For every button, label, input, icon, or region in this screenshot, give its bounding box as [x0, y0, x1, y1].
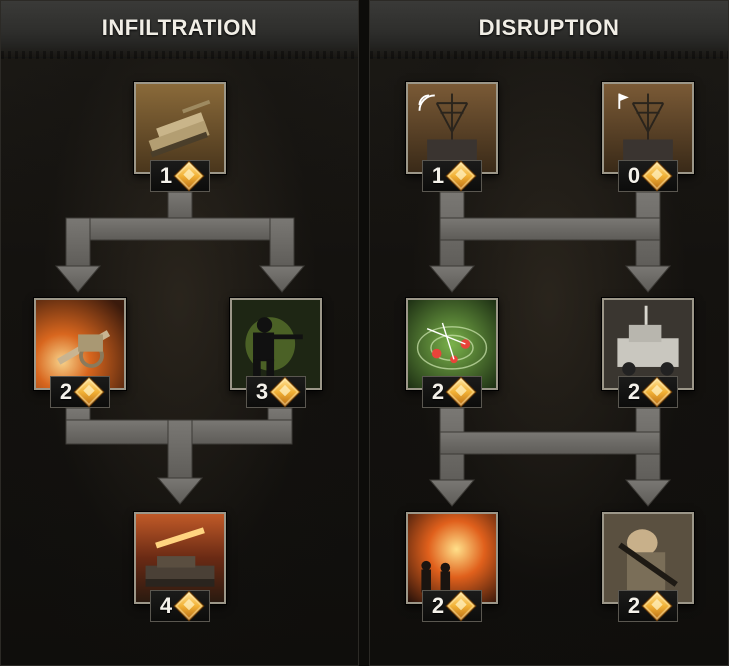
- armored-vehicle-icon: [604, 300, 692, 388]
- node-infantry-squad[interactable]: 3: [230, 298, 322, 408]
- cost-badge: 1: [150, 160, 210, 192]
- cost-badge: 3: [246, 376, 306, 408]
- node-flag-tower[interactable]: 0: [602, 82, 694, 192]
- node-rocket-tank[interactable]: 4: [134, 512, 226, 622]
- diamond-icon: [641, 590, 673, 622]
- rocket-tank-icon: [136, 514, 224, 602]
- artillery-gun-icon: [36, 300, 124, 388]
- tank-unit-icon: [136, 84, 224, 172]
- cost-value: 0: [627, 163, 641, 188]
- diamond-icon: [445, 590, 477, 622]
- diamond-icon: [641, 160, 673, 192]
- cost-value: 2: [431, 593, 445, 618]
- cost-value: 4: [159, 593, 173, 618]
- cost-value: 2: [627, 593, 641, 618]
- cost-badge: 4: [150, 590, 210, 622]
- cost-value: 1: [159, 163, 173, 188]
- diamond-icon: [445, 160, 477, 192]
- node-soldier-rifle[interactable]: 2: [602, 512, 694, 622]
- panel-title: DISRUPTION: [478, 15, 620, 40]
- cost-badge: 2: [618, 590, 678, 622]
- radar-map-icon: [408, 300, 496, 388]
- cost-badge: 2: [50, 376, 110, 408]
- node-tank-unit[interactable]: 1: [134, 82, 226, 192]
- cost-value: 3: [255, 379, 269, 404]
- node-radar-map[interactable]: 2: [406, 298, 498, 408]
- diamond-icon: [641, 376, 673, 408]
- cost-value: 1: [431, 163, 445, 188]
- panel-header: DISRUPTION: [370, 1, 728, 59]
- radio-jammer-icon: [408, 84, 496, 172]
- diamond-icon: [173, 160, 205, 192]
- node-armored-vehicle[interactable]: 2: [602, 298, 694, 408]
- diamond-icon: [269, 376, 301, 408]
- soldier-rifle-icon: [604, 514, 692, 602]
- panel-header: INFILTRATION: [1, 1, 358, 59]
- cost-value: 2: [59, 379, 73, 404]
- diamond-icon: [173, 590, 205, 622]
- infantry-squad-icon: [232, 300, 320, 388]
- diamond-icon: [445, 376, 477, 408]
- cost-badge: 2: [422, 590, 482, 622]
- flag-tower-icon: [604, 84, 692, 172]
- panel-title: INFILTRATION: [101, 15, 258, 40]
- cost-value: 2: [431, 379, 445, 404]
- fire-barrage-icon: [408, 514, 496, 602]
- cost-badge: 1: [422, 160, 482, 192]
- node-radio-jammer[interactable]: 1: [406, 82, 498, 192]
- cost-badge: 0: [618, 160, 678, 192]
- cost-value: 2: [627, 379, 641, 404]
- diamond-icon: [73, 376, 105, 408]
- node-fire-barrage[interactable]: 2: [406, 512, 498, 622]
- node-artillery-gun[interactable]: 2: [34, 298, 126, 408]
- cost-badge: 2: [422, 376, 482, 408]
- cost-badge: 2: [618, 376, 678, 408]
